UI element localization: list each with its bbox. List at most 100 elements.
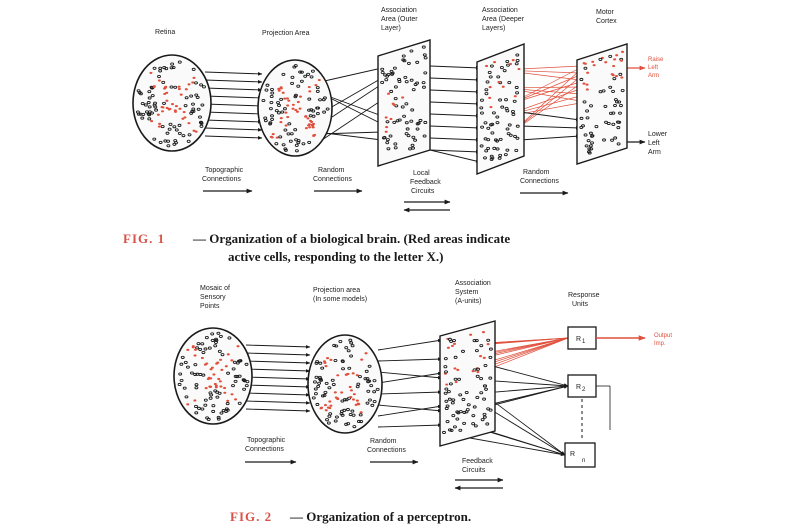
active-cell (294, 108, 298, 112)
cell (232, 360, 237, 364)
cell (617, 100, 622, 104)
active-cell (604, 61, 608, 64)
cell (201, 350, 206, 355)
active-cell (223, 386, 227, 390)
active-cell (310, 120, 314, 124)
assoc-outer-label-1: Association (381, 7, 417, 14)
cell (590, 141, 594, 145)
cell (504, 106, 509, 110)
cell (394, 104, 399, 108)
assoc-deeper-label-3: Layers) (482, 25, 505, 32)
active-cell (453, 367, 457, 370)
cell (307, 108, 311, 112)
cell (604, 120, 608, 124)
active-cell (387, 92, 391, 95)
cell (598, 57, 603, 61)
cell (264, 88, 269, 92)
active-cell (298, 107, 302, 110)
active-cell (324, 365, 328, 368)
active-cell (482, 356, 486, 359)
cell (447, 397, 452, 401)
active-cell (279, 86, 283, 89)
cell (350, 409, 355, 413)
active-cell (308, 90, 312, 93)
cell (513, 134, 517, 138)
connection-line (377, 371, 443, 384)
cell (594, 125, 599, 129)
active-cell (194, 130, 198, 133)
cell (482, 384, 487, 388)
cell (193, 363, 198, 367)
cell (515, 59, 520, 63)
cell (495, 147, 500, 151)
connection-line (429, 149, 481, 154)
cell (505, 148, 510, 152)
cell (583, 133, 588, 137)
active-cell (161, 106, 165, 109)
cell (168, 122, 173, 126)
cell (498, 153, 503, 157)
cell (180, 355, 185, 359)
cell (164, 67, 169, 71)
cell (386, 147, 391, 151)
cell (199, 124, 204, 128)
cell (448, 382, 453, 386)
cell (471, 422, 476, 426)
cell (293, 128, 298, 132)
cell (486, 146, 491, 150)
cell (225, 402, 230, 406)
cell (303, 74, 308, 78)
cell (589, 104, 593, 108)
cell (227, 336, 232, 340)
active-cell (193, 399, 197, 402)
active-cell (486, 343, 490, 346)
active-cell (326, 356, 330, 360)
active-cell (163, 92, 167, 96)
connection-line (519, 134, 581, 141)
cell (616, 142, 621, 146)
cell (385, 74, 390, 78)
cell (204, 336, 209, 340)
cell (308, 114, 313, 118)
cell (461, 349, 465, 353)
lower-label-3: Arm (648, 149, 661, 156)
cell (173, 85, 178, 89)
cell (135, 110, 140, 114)
cell (270, 87, 274, 92)
cell (499, 66, 504, 70)
connection-line (429, 77, 481, 82)
cell (314, 361, 319, 365)
cell (292, 65, 297, 69)
cell (172, 125, 177, 129)
rn-subscript: n (582, 458, 585, 464)
active-cell (471, 370, 475, 373)
cell (498, 137, 503, 141)
cell (245, 380, 250, 384)
active-cell (283, 97, 287, 100)
cell (299, 70, 304, 74)
active-cell (314, 84, 318, 87)
cell (393, 146, 398, 150)
cell (486, 338, 491, 342)
cell (313, 392, 318, 396)
motor-label-1: Motor (596, 9, 615, 16)
active-cell (295, 110, 299, 113)
active-cell (456, 368, 460, 371)
cell (480, 111, 484, 115)
cell (315, 360, 320, 364)
active-cell (501, 85, 505, 88)
active-cell (351, 398, 355, 401)
cell (401, 58, 406, 62)
cell (349, 341, 354, 345)
cell (327, 414, 332, 418)
cell (318, 361, 323, 365)
active-cell (348, 385, 352, 389)
cell (269, 94, 274, 99)
active-cell (583, 62, 587, 65)
cell (270, 117, 275, 121)
cell (611, 122, 616, 126)
active-cell (615, 54, 619, 57)
cell (450, 401, 455, 405)
cell (290, 75, 295, 79)
active-cell (149, 71, 153, 75)
